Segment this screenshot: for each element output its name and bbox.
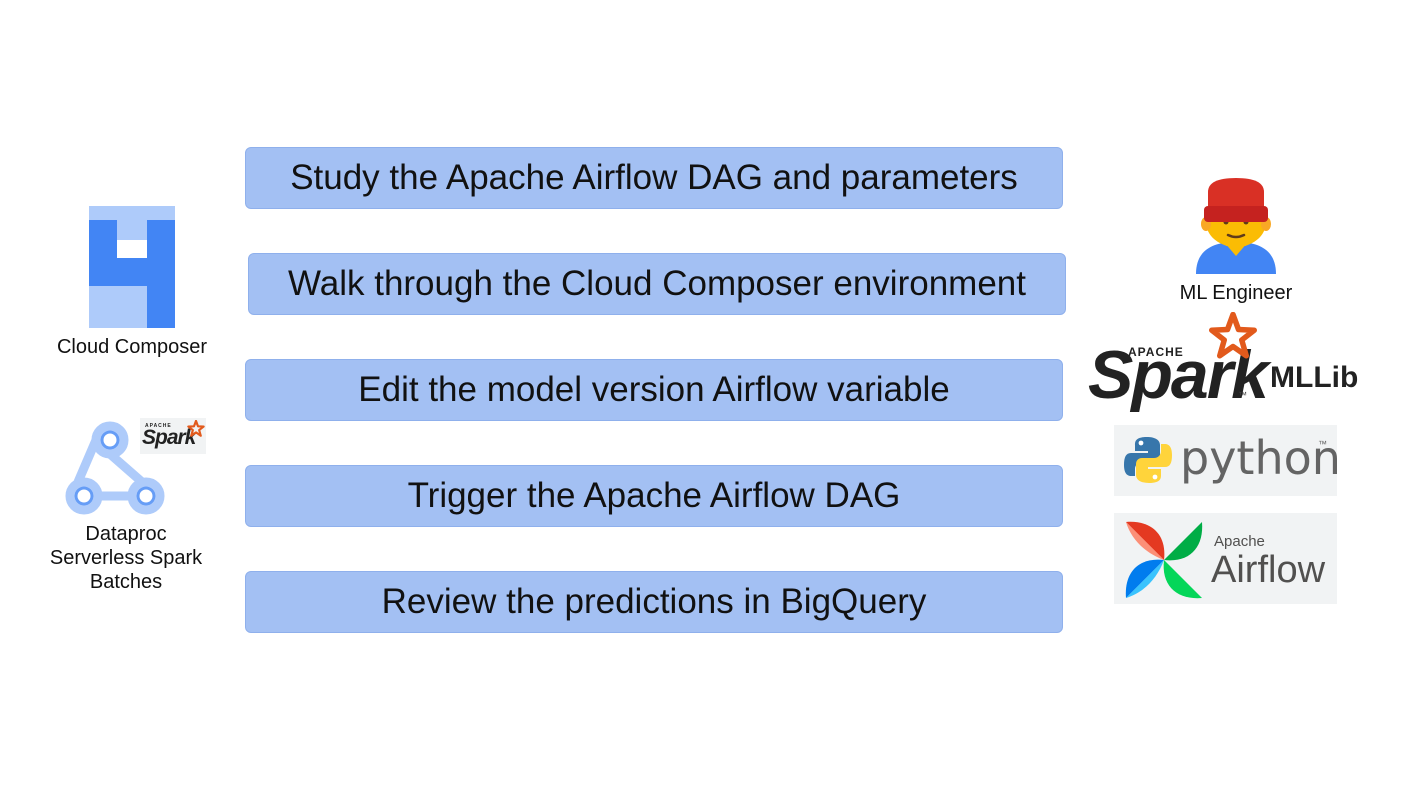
cloud-composer-label: Cloud Composer (56, 336, 208, 358)
dataproc-label-line-3: Batches (89, 571, 163, 593)
mini-spark-star-icon (187, 420, 205, 437)
ml-engineer-avatar-icon (1196, 178, 1276, 274)
airflow-apache-text: Apache (1214, 533, 1265, 550)
spark-apache-text: APACHE (1128, 345, 1184, 359)
step-review-predictions: Review the predictions in BigQuery (245, 571, 1063, 633)
airflow-pinwheel-icon (1125, 521, 1203, 599)
python-text: python (1180, 431, 1341, 485)
dataproc-icon (65, 421, 165, 515)
airflow-text: Airflow (1211, 549, 1326, 591)
step-study-dag: Study the Apache Airflow DAG and paramet… (245, 147, 1063, 209)
step-trigger-dag: Trigger the Apache Airflow DAG (245, 465, 1063, 527)
mini-spark-apache: APACHE (145, 423, 172, 429)
python-snakes-icon (1124, 437, 1172, 483)
spark-tm: ™ (1238, 390, 1247, 400)
airflow-logo: Apache Airflow (1114, 513, 1337, 604)
dataproc-label-line-2: Serverless Spark (49, 547, 203, 569)
python-tm: ™ (1318, 439, 1327, 449)
spark-star-icon (1209, 312, 1257, 359)
mini-spark-text: Spark (142, 426, 196, 449)
python-logo: python ™ (1114, 425, 1341, 496)
dataproc-label-line-1: Dataproc (85, 523, 167, 545)
step-edit-model-version: Edit the model version Airflow variable (245, 359, 1063, 421)
step-walk-through-composer: Walk through the Cloud Composer environm… (248, 253, 1066, 315)
ml-engineer-label: ML Engineer (1179, 282, 1293, 304)
mini-spark-logo: APACHE Spark (140, 418, 206, 454)
mllib-label: MLLib (1270, 361, 1359, 394)
cloud-composer-icon (89, 206, 175, 328)
